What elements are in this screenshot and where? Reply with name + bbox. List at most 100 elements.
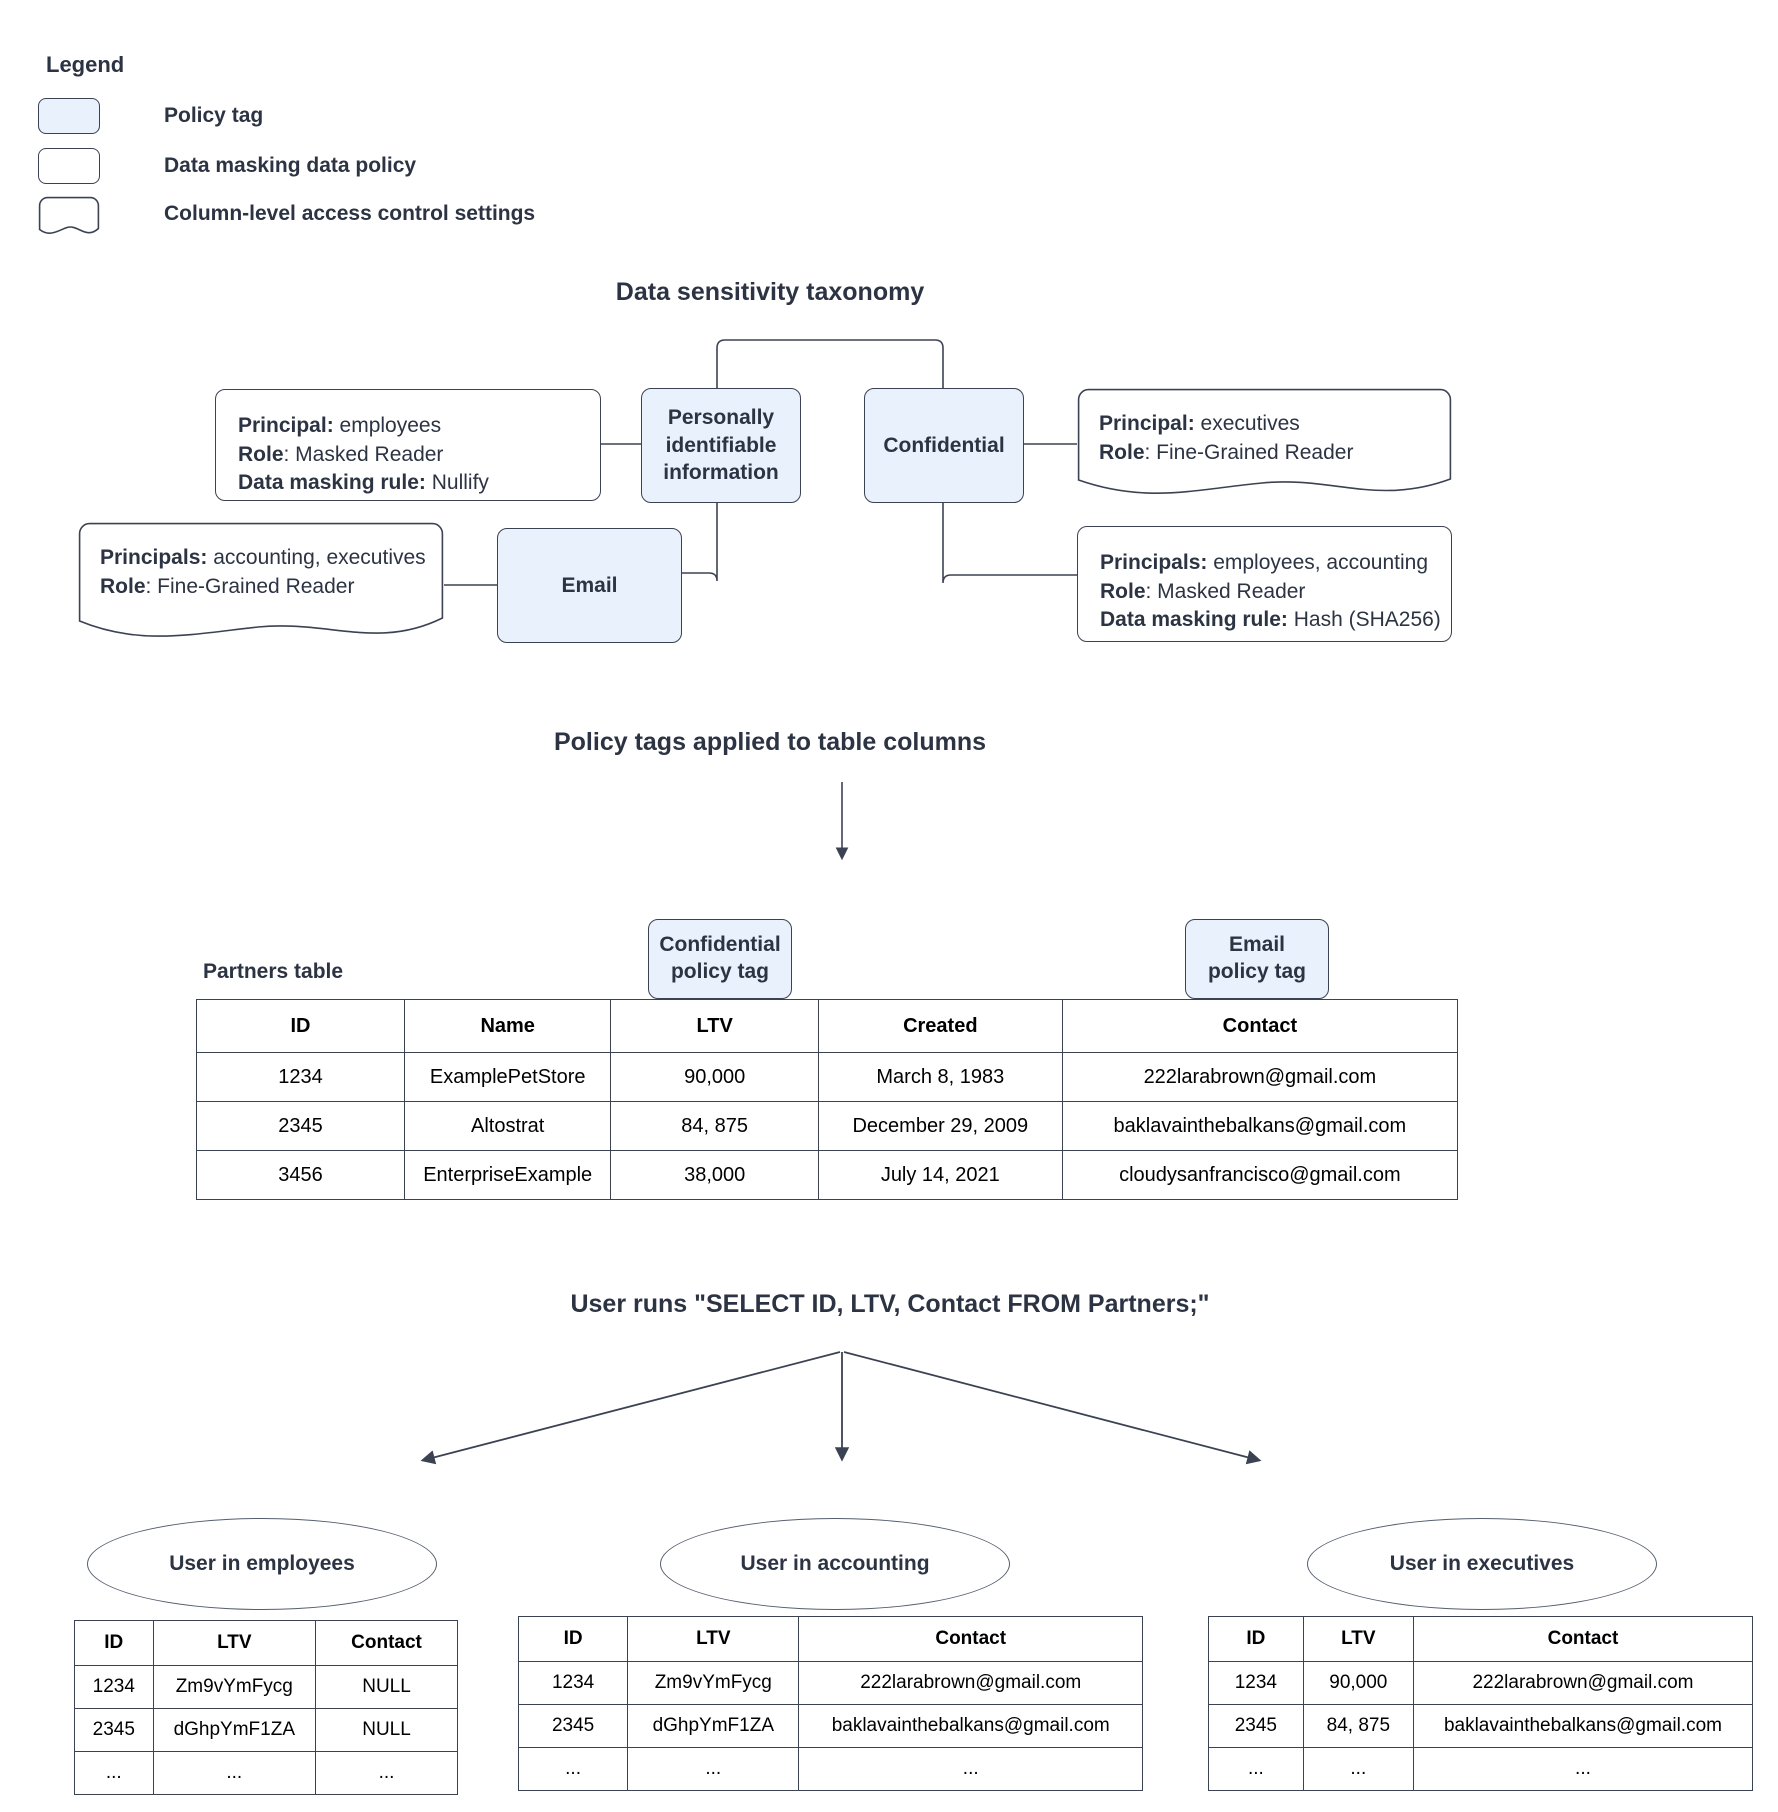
table-cell: baklavainthebalkans@gmail.com xyxy=(1061,1101,1459,1151)
policy-tag-label: Personally identifiable information xyxy=(663,405,779,485)
table-cell: ... xyxy=(627,1747,800,1791)
policy-key: Data masking rule: xyxy=(1100,608,1288,632)
table-cell: Altostrat xyxy=(403,1101,612,1151)
table-cell: 2345 xyxy=(196,1101,405,1151)
policy-tag-label: Email xyxy=(561,573,618,597)
role-label: User in executives xyxy=(1389,1552,1575,1575)
table-cell: 84, 875 xyxy=(1302,1704,1414,1748)
column-header: ID xyxy=(517,1616,629,1662)
column-tag-line1: Email xyxy=(1228,933,1286,957)
table-cell: dGhpYmF1ZA xyxy=(152,1708,317,1752)
column-header: Contact xyxy=(315,1620,458,1666)
table-cell: 1234 xyxy=(1208,1661,1304,1705)
partners-table-caption: Partners table xyxy=(203,960,344,983)
policy-value: : Masked Reader xyxy=(1145,579,1306,603)
data-masking-policy-swatch-icon xyxy=(38,148,100,184)
table-cell: 38,000 xyxy=(610,1150,819,1200)
policy-value: Nullify xyxy=(425,471,489,495)
legend-title: Legend xyxy=(46,52,125,77)
table-cell: ... xyxy=(152,1751,317,1795)
table-cell: cloudysanfrancisco@gmail.com xyxy=(1061,1150,1459,1200)
legend-item-label: Column-level access control settings xyxy=(164,202,536,225)
table-cell: 1234 xyxy=(196,1052,405,1102)
role-ellipse-accounting: User in accounting xyxy=(660,1518,1010,1610)
column-header: Contact xyxy=(1412,1616,1754,1662)
policy-value: employees, accounting xyxy=(1207,551,1429,574)
table-cell: 2345 xyxy=(1208,1704,1304,1748)
table-cell: 1234 xyxy=(517,1661,629,1705)
table-row: ......... xyxy=(517,1747,1143,1791)
table-row: ......... xyxy=(74,1751,458,1795)
table-cell: 2345 xyxy=(74,1708,154,1752)
column-header: Contact xyxy=(1061,999,1459,1053)
policy-tag-label: Confidential xyxy=(883,433,1005,457)
table-cell: ... xyxy=(517,1747,629,1791)
table-cell: 222larabrown@gmail.com xyxy=(1412,1661,1754,1705)
role-ellipse-executives: User in executives xyxy=(1307,1518,1657,1610)
policy-tag-confidential[interactable]: Confidential xyxy=(864,388,1024,503)
policy-key: Role xyxy=(238,442,284,466)
policy-tag-pii[interactable]: Personally identifiable information xyxy=(641,388,801,503)
policy-value: accounting, executives xyxy=(207,546,426,569)
policy-tag-email[interactable]: Email xyxy=(497,528,682,643)
role-label: User in accounting xyxy=(740,1552,930,1575)
column-header: LTV xyxy=(1302,1616,1414,1662)
policy-key: Principals: xyxy=(1100,551,1208,574)
column-header: Name xyxy=(403,999,612,1053)
role-label: User in employees xyxy=(169,1552,355,1575)
policy-tag-swatch-icon xyxy=(38,98,100,134)
policy-value: : Fine-Grained Reader xyxy=(145,574,355,598)
table-cell: ... xyxy=(1302,1747,1414,1791)
policy-key: Role xyxy=(1099,440,1145,464)
table-cell: December 29, 2009 xyxy=(817,1101,1063,1151)
legend-item-label: Policy tag xyxy=(164,104,264,127)
table-cell: ... xyxy=(1412,1747,1754,1791)
table-cell: dGhpYmF1ZA xyxy=(627,1704,800,1748)
table-cell: July 14, 2021 xyxy=(817,1150,1063,1200)
policy-key: Data masking rule: xyxy=(238,471,426,495)
table-cell: 222larabrown@gmail.com xyxy=(1061,1052,1459,1102)
table-cell: March 8, 1983 xyxy=(817,1052,1063,1102)
table-cell: NULL xyxy=(315,1708,458,1752)
column-tag-line1: Confidential xyxy=(659,933,781,957)
table-cell: baklavainthebalkans@gmail.com xyxy=(1412,1704,1754,1748)
policy-box-email-access: Principals: accounting, executives Role:… xyxy=(78,522,444,644)
column-header: LTV xyxy=(152,1620,317,1666)
table-cell: baklavainthebalkans@gmail.com xyxy=(798,1704,1143,1748)
policy-box-confidential-masking: Principals: employees, accounting Role: … xyxy=(1077,526,1452,642)
column-access-control-swatch-icon xyxy=(38,196,100,238)
table-cell: 2345 xyxy=(517,1704,629,1748)
policy-value: Hash (SHA256) xyxy=(1287,608,1441,632)
policy-value: : Masked Reader xyxy=(283,442,444,466)
table-cell: EnterpriseExample xyxy=(403,1150,612,1200)
column-header: ID xyxy=(1208,1616,1304,1662)
legend-item-label: Data masking data policy xyxy=(164,154,417,177)
column-tag-email[interactable]: Email policy tag xyxy=(1185,919,1329,999)
policy-key: Principals: xyxy=(100,546,208,569)
table-cell: ... xyxy=(315,1751,458,1795)
table-cell: Zm9vYmFycg xyxy=(627,1661,800,1705)
column-header: Contact xyxy=(798,1616,1143,1662)
column-tag-line2: policy tag xyxy=(1207,960,1307,983)
policy-key: Principal: xyxy=(1099,412,1195,435)
taxonomy-title: Data sensitivity taxonomy xyxy=(615,278,925,306)
applied-tags-title: Policy tags applied to table columns xyxy=(553,728,987,756)
table-cell: Zm9vYmFycg xyxy=(152,1665,317,1709)
table-cell: NULL xyxy=(315,1665,458,1709)
column-tag-confidential[interactable]: Confidential policy tag xyxy=(648,919,792,999)
